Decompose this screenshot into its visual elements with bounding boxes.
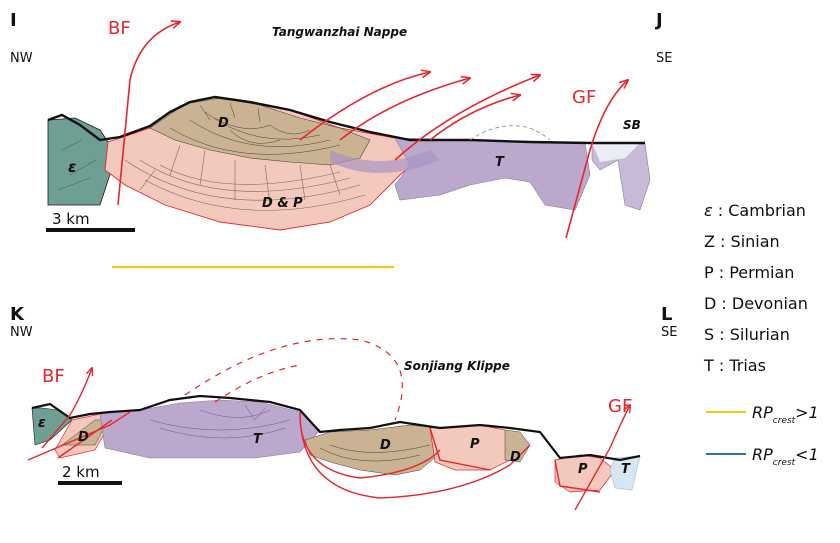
legend-item-cambrian: ε : Cambrian	[704, 201, 806, 220]
top-devonian-label: D	[218, 116, 229, 131]
legend-rp-gt: RPcrest>1	[752, 403, 819, 426]
bottom-letter-right: L	[661, 304, 672, 325]
bottom-section: K NW L SE Sonjiang Klippe BF GF ε D T D …	[10, 304, 677, 511]
legend-item-trias: T : Trias	[703, 356, 766, 375]
top-dir-left: NW	[10, 51, 33, 66]
legend-item-devonian: D : Devonian	[704, 294, 808, 313]
top-gf-label: GF	[572, 87, 596, 108]
top-letter-right: J	[654, 10, 663, 31]
top-letter-left: I	[10, 10, 17, 31]
bottom-bf-label: BF	[42, 366, 65, 387]
bottom-permian-label-2: P	[578, 462, 588, 477]
top-topo-profile	[47, 95, 645, 145]
legend-item-permian: P : Permian	[704, 263, 794, 282]
top-dir-right: SE	[656, 51, 672, 66]
bottom-gf-fault	[574, 405, 630, 511]
legend-item-sinian: Z : Sinian	[704, 232, 780, 251]
bottom-devonian-label-1: D	[78, 430, 89, 445]
bottom-trias-label-2: T	[621, 462, 631, 477]
top-cambrian-label: ε	[68, 158, 76, 176]
bottom-scale-label: 2 km	[62, 463, 100, 481]
bottom-trias-unit	[99, 399, 321, 459]
top-section: I NW J SE Tangwanzhai Nappe BF GF ε D D …	[10, 10, 672, 239]
bottom-gf-label: GF	[608, 396, 632, 417]
legend: ε : Cambrian Z : Sinian P : Permian D : …	[703, 201, 819, 468]
top-trias-unit	[394, 137, 591, 211]
legend-item-silurian: S : Silurian	[704, 325, 790, 344]
bottom-trias-label: T	[253, 432, 263, 447]
bottom-dir-left: NW	[10, 325, 33, 340]
bottom-devonian-unit-center	[304, 424, 441, 476]
bottom-section-title: Sonjiang Klippe	[404, 359, 510, 373]
bottom-topo-profile	[31, 394, 641, 462]
top-trias-label: T	[495, 155, 505, 170]
bottom-permian-label-1: P	[470, 437, 480, 452]
legend-rp-lt: RPcrest<1	[752, 445, 819, 468]
bottom-devonian-label-2: D	[380, 438, 391, 453]
top-dev-perm-label: D & P	[262, 196, 303, 211]
top-scale-label: 3 km	[52, 210, 90, 228]
bottom-cambrian-label: ε	[38, 415, 46, 431]
top-sb-label: SB	[623, 118, 641, 132]
bottom-devonian-label-3: D	[510, 450, 521, 465]
bottom-letter-left: K	[10, 304, 25, 325]
bottom-dir-right: SE	[661, 325, 677, 340]
top-bf-fault	[117, 22, 180, 206]
top-gf-fault	[565, 80, 628, 239]
top-section-title: Tangwanzhai Nappe	[272, 25, 407, 39]
top-bf-label: BF	[108, 18, 131, 39]
bottom-bf-fault	[41, 368, 92, 449]
